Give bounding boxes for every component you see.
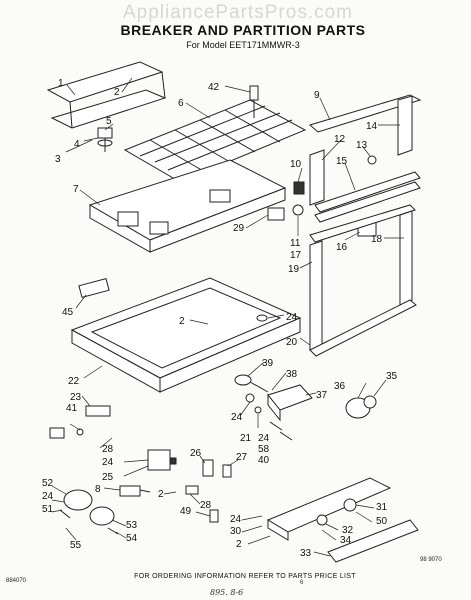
leader-lines: [51, 77, 404, 557]
document-code: 884070: [6, 578, 27, 584]
callout-label: 2: [236, 539, 242, 550]
callout-label: 24: [102, 457, 114, 468]
part-24-58-40-screws: [269, 421, 293, 441]
callout-label: 22: [68, 376, 80, 387]
callout-label: 32: [342, 525, 354, 536]
callout-label: 50: [376, 516, 388, 527]
callout-label: 18: [371, 234, 383, 245]
callout-label: 8: [95, 484, 101, 495]
callout-label: 3: [55, 154, 61, 165]
callout-label: 53: [126, 520, 138, 531]
part-35-36-knob: [345, 395, 377, 419]
callout-label: 34: [340, 535, 352, 546]
callout-label: 40: [258, 455, 270, 466]
callout-label: 24: [230, 514, 242, 525]
model-subtitle: For Model EET171MMWR-3: [186, 40, 300, 50]
callout-label: 2: [179, 316, 185, 327]
callout-label: 17: [290, 250, 302, 261]
callout-label: 28: [200, 500, 212, 511]
callout-label: 14: [366, 121, 378, 132]
callout-label: 42: [208, 82, 220, 93]
callout-label: 21: [240, 433, 252, 444]
callout-label: 15: [336, 156, 348, 167]
callout-label: 11: [290, 238, 301, 249]
callout-label: 28: [102, 444, 114, 455]
callout-label: 24: [286, 312, 298, 323]
callout-label: 27: [236, 452, 248, 463]
callout-label: 20: [286, 337, 298, 348]
callout-label: 58: [258, 444, 270, 455]
callout-label: 26: [190, 448, 202, 459]
callout-label: 13: [356, 140, 368, 151]
part-30-32-lower-bracket: [266, 477, 392, 541]
callout-label: 24: [42, 491, 54, 502]
part-37-39-thermostat: [234, 374, 313, 422]
part-26-27-pins: [202, 459, 232, 478]
part-19-20-lower-frame: [309, 204, 417, 357]
callout-labels: 1 2 3 4 5 6 42 7 9 14 12 10 15 13 29 11 …: [42, 78, 398, 559]
part-8-connector: [119, 485, 151, 497]
callout-label: 31: [376, 502, 388, 513]
callout-label: 23: [70, 392, 82, 403]
callout-label: 7: [73, 184, 79, 195]
part-4-5-screw-assembly: [97, 127, 113, 152]
callout-label: 49: [180, 506, 192, 517]
callout-label: 37: [316, 390, 328, 401]
part-49-screw: [209, 509, 219, 523]
callout-label: 35: [386, 371, 398, 382]
callout-label: 36: [334, 381, 346, 392]
callout-label: 54: [126, 533, 138, 544]
callout-label: 24: [231, 412, 243, 423]
part-25-switch-block: [147, 449, 177, 471]
callout-label: 1: [58, 78, 64, 89]
part-33-bottom-trim: [327, 519, 419, 563]
part-51-55-light-socket: [59, 489, 119, 535]
part-23-41-bracket: [49, 405, 111, 439]
callout-label: 24: [258, 433, 270, 444]
page-title: BREAKER AND PARTITION PARTS: [120, 22, 366, 38]
callout-label: 25: [102, 472, 114, 483]
callout-label: 29: [233, 223, 245, 234]
part-29-bracket: [267, 204, 304, 221]
part-9-14-upper-trim: [308, 94, 422, 156]
callout-label: 2: [158, 489, 164, 500]
page-number: 6: [300, 580, 304, 586]
callout-label: 41: [66, 403, 78, 414]
part-1-breaker-strip: [46, 61, 167, 129]
part-15-middle-rail: [314, 155, 421, 223]
part-10-switch: [293, 181, 305, 195]
callout-label: 51: [42, 504, 54, 515]
part-12-mullion-strip: [309, 149, 325, 206]
callout-label: 6: [178, 98, 184, 109]
callout-label: 2: [114, 87, 120, 98]
part-22-partition-cover: [70, 277, 302, 393]
part-45-lens: [78, 277, 110, 299]
callout-label: 12: [334, 134, 346, 145]
part-42-pin: [249, 85, 259, 118]
part-7-partition-pan: [88, 159, 287, 253]
watermark: AppliancePartsPros.com: [122, 2, 354, 23]
callout-label: 16: [336, 242, 348, 253]
callout-label: 55: [70, 540, 82, 551]
callout-label: 4: [74, 139, 80, 150]
callout-label: 38: [286, 369, 298, 380]
callout-label: 5: [106, 116, 112, 127]
handwritten-note: 895. 8-6: [210, 588, 244, 597]
callout-label: 45: [62, 307, 74, 318]
ordering-footer: FOR ORDERING INFORMATION REFER TO PARTS …: [134, 573, 356, 580]
diagram-code: 98 9070: [420, 557, 442, 563]
callout-label: 39: [262, 358, 274, 369]
callout-label: 9: [314, 90, 320, 101]
callout-label: 52: [42, 478, 54, 489]
part-28-clip: [185, 485, 199, 495]
callout-label: 30: [230, 526, 242, 537]
callout-label: 19: [288, 264, 300, 275]
callout-label: 33: [300, 548, 312, 559]
callout-label: 10: [290, 159, 302, 170]
